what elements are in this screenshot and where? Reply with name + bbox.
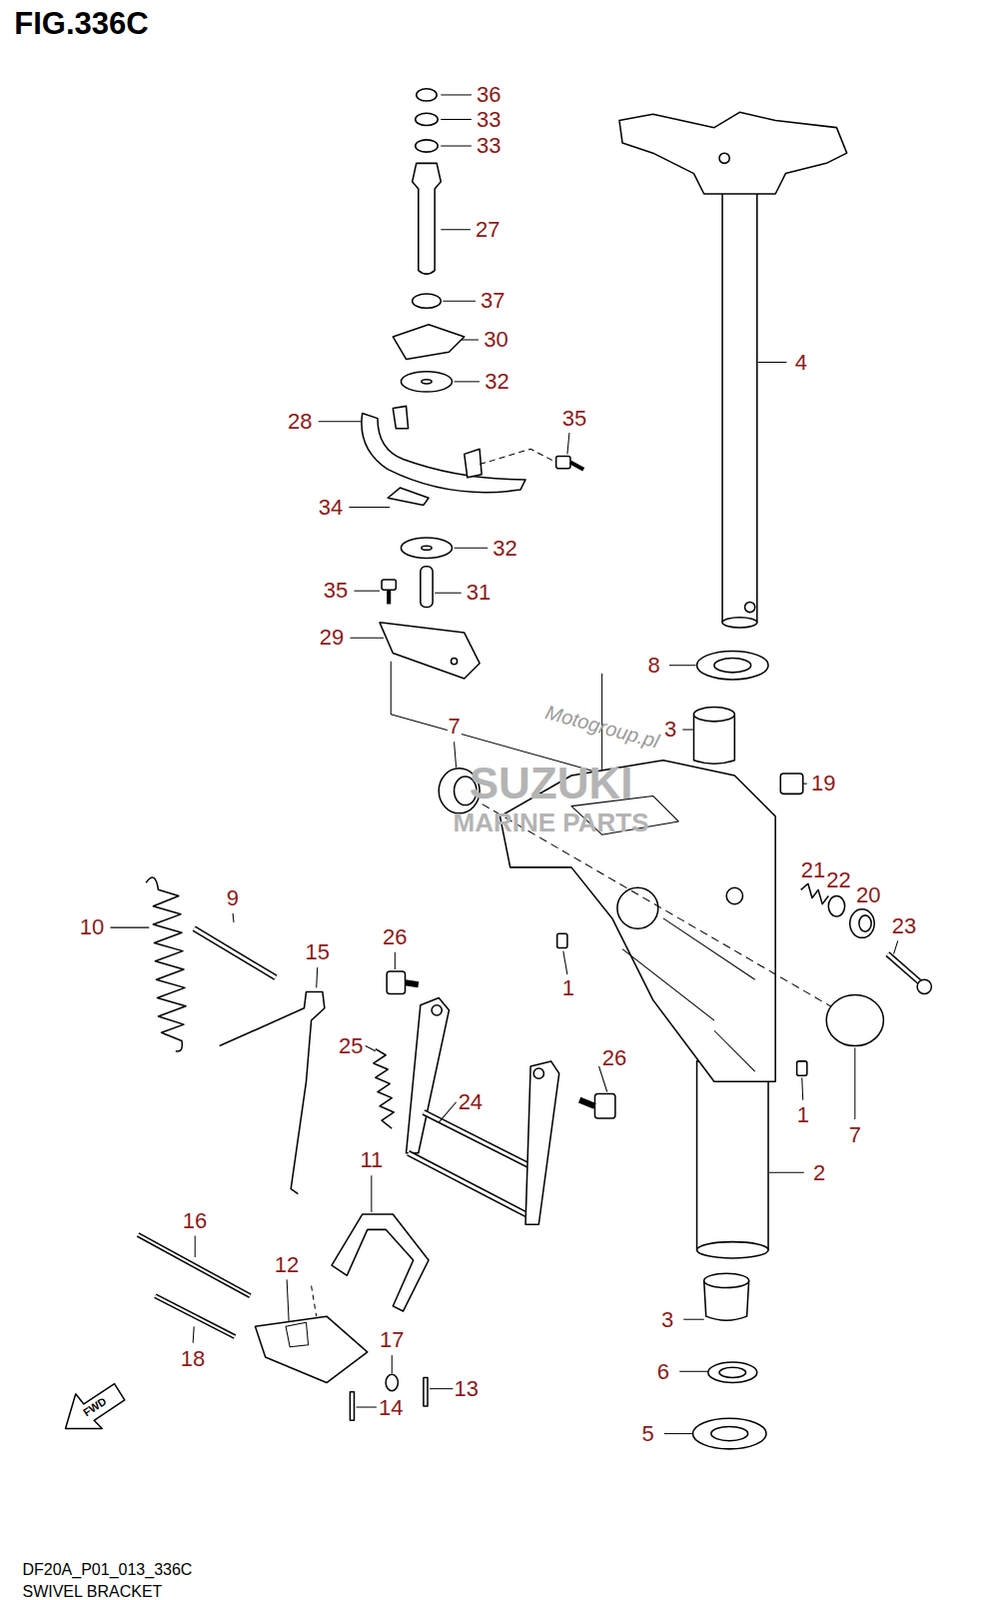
callout-number: 10 xyxy=(78,916,105,939)
callout-number: 19 xyxy=(810,772,837,795)
figure-name: SWIVEL BRACKET xyxy=(21,1583,162,1600)
callout-number: 22 xyxy=(825,869,852,892)
callout-number: 25 xyxy=(337,1034,364,1057)
callout-number: 13 xyxy=(453,1377,480,1400)
callout-number: 20 xyxy=(855,884,882,907)
callout-number: 33 xyxy=(475,108,502,131)
callout-number: 37 xyxy=(479,289,506,312)
callout-number: 14 xyxy=(377,1396,404,1419)
watermark: SUZUKI xyxy=(469,761,634,806)
watermark: Motogroup.pl xyxy=(543,701,662,752)
callout-number: 4 xyxy=(794,351,809,374)
callout-number: 34 xyxy=(317,496,344,519)
callout-number: 7 xyxy=(848,1123,863,1146)
callout-number: 27 xyxy=(474,218,501,241)
figure-title: FIG.336C xyxy=(13,7,148,39)
callout-number: 3 xyxy=(660,1308,675,1331)
callout-number: 16 xyxy=(181,1209,208,1232)
callout-number: 26 xyxy=(381,926,408,949)
callout-number: 6 xyxy=(656,1360,671,1383)
callout-number: 8 xyxy=(647,654,662,677)
callout-number: 30 xyxy=(482,328,509,351)
callout-number: 17 xyxy=(378,1328,405,1351)
direction-label: FWD xyxy=(80,1394,108,1418)
callout-number: 15 xyxy=(303,941,330,964)
callout-number: 18 xyxy=(179,1347,206,1370)
callout-number: 36 xyxy=(475,83,502,106)
callout-number: 33 xyxy=(475,134,502,157)
callout-number: 3 xyxy=(663,718,678,741)
callout-number: 21 xyxy=(800,859,827,882)
drawing-code: DF20A_P01_013_336C xyxy=(21,1561,192,1578)
callout-number: 32 xyxy=(483,370,510,393)
callout-number: 1 xyxy=(796,1103,811,1126)
watermark: MARINE PARTS xyxy=(453,809,650,836)
callout-number: 26 xyxy=(601,1046,628,1069)
callout-number: 2 xyxy=(812,1161,827,1184)
callout-number: 1 xyxy=(561,977,576,1000)
callout-number: 12 xyxy=(273,1253,300,1276)
callout-number: 24 xyxy=(457,1090,484,1113)
callout-number: 35 xyxy=(322,579,349,602)
callout-number: 9 xyxy=(225,887,240,910)
callout-number: 32 xyxy=(491,537,518,560)
callout-number: 23 xyxy=(891,915,918,938)
callout-number: 7 xyxy=(446,715,461,738)
callout-number: 29 xyxy=(318,626,345,649)
callout-number: 5 xyxy=(640,1422,655,1445)
callout-number: 31 xyxy=(465,581,492,604)
callout-number: 11 xyxy=(358,1148,384,1171)
callout-number: 35 xyxy=(561,407,588,430)
callout-number: 28 xyxy=(286,410,313,433)
